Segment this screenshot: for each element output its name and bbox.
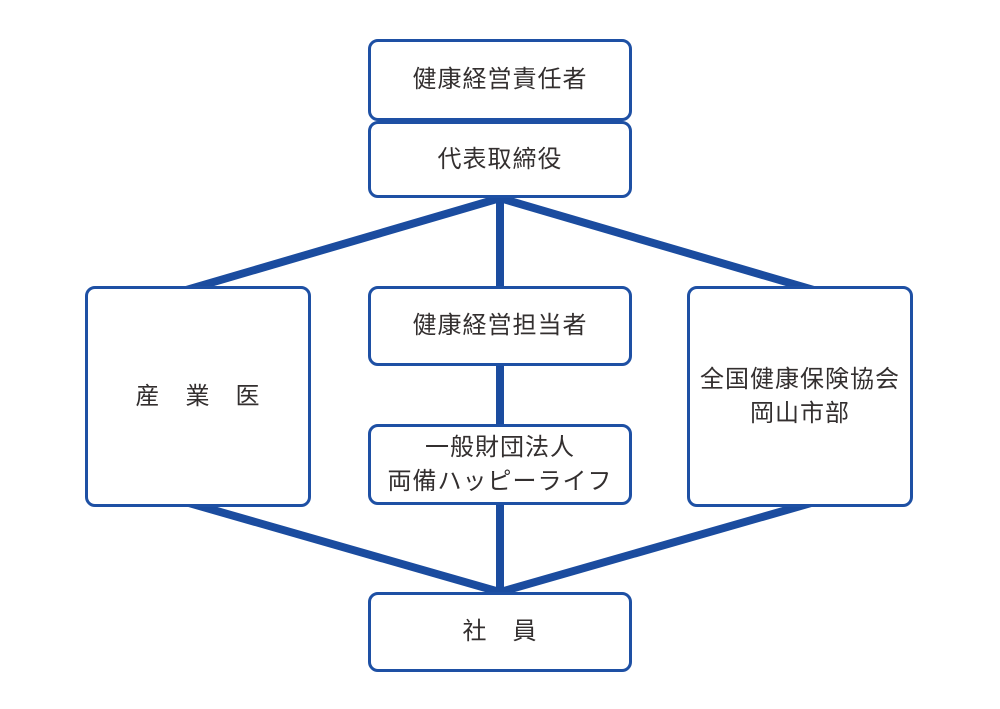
node-label: 健康経営担当者 <box>412 312 588 340</box>
node-national-health-insurance-okayama: 全国健康保険協会 岡山市部 <box>687 286 913 507</box>
node-label-line1: 全国健康保険協会 <box>700 365 900 393</box>
node-label-line1: 一般財団法人 <box>425 433 575 461</box>
node-label: 産 業 医 <box>135 382 261 410</box>
node-health-management-staff: 健康経営担当者 <box>368 286 632 366</box>
node-label: 健康経営責任者 <box>412 66 588 94</box>
node-health-management-responsible: 健康経営責任者 <box>368 39 632 121</box>
node-industrial-physician: 産 業 医 <box>85 286 311 507</box>
edge-ceo-physician <box>157 190 516 302</box>
node-label-line2: 岡山市部 <box>750 399 850 427</box>
node-label-line2: 両備ハッピーライフ <box>387 467 613 495</box>
edge-physician-employees <box>166 493 540 607</box>
node-representative-director: 代表取締役 <box>368 121 632 198</box>
edge-ceo-insurance <box>484 190 843 302</box>
edge-insurance-employees <box>460 493 834 607</box>
node-employees: 社 員 <box>368 592 632 672</box>
node-label: 社 員 <box>462 618 538 646</box>
node-ryobi-happy-life-foundation: 一般財団法人 両備ハッピーライフ <box>368 424 632 505</box>
node-label: 代表取締役 <box>437 145 563 173</box>
